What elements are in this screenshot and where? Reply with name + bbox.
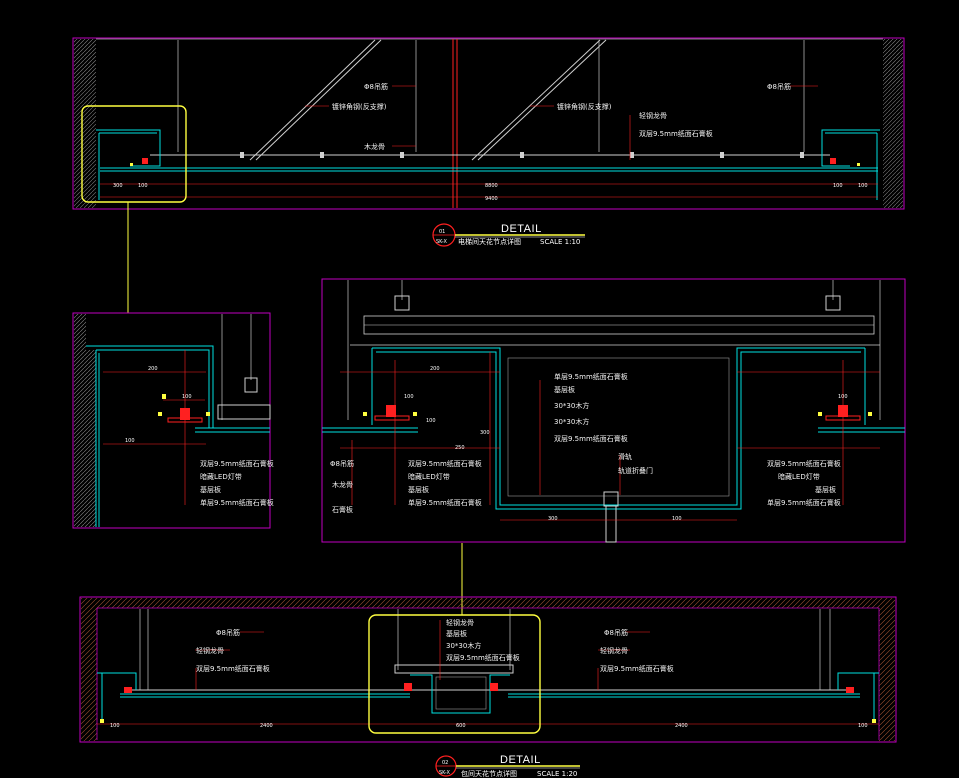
d2-dim-1: 2400 <box>260 723 273 729</box>
d1-angle-left-label: 镀锌角钢(反支撑) <box>332 102 387 111</box>
d2-rod-right-label: Φ8吊筋 <box>604 628 628 637</box>
d2-keel-left-label: 轻钢龙骨 <box>196 646 224 655</box>
zl-dim-1: 100 <box>182 394 192 400</box>
d2-dim-4: 100 <box>858 723 868 729</box>
d2-subtitle: 包间天花节点详图 <box>461 769 517 778</box>
d2-center-label-3: 双层9.5mm纸面石膏板 <box>446 653 520 662</box>
zr-right-label-1: 暗藏LED灯带 <box>778 472 820 481</box>
d1-dim-2: 8800 <box>485 183 498 189</box>
zr-right-label-2: 基层板 <box>815 485 836 494</box>
d1-angle-right-label: 镀锌角钢(反支撑) <box>557 102 612 111</box>
zr-dim-5: 300 <box>548 516 558 522</box>
zl-label-1: 暗藏LED灯带 <box>200 472 242 481</box>
d2-scale: SCALE 1:20 <box>537 770 577 778</box>
zr-left-label-0: Φ8吊筋 <box>330 459 354 468</box>
d1-subtitle: 电梯间天花节点详图 <box>458 237 521 246</box>
zoom-right-detail <box>321 278 906 543</box>
d2-board-left-label: 双层9.5mm纸面石膏板 <box>196 664 270 673</box>
d1-dim-5: 9400 <box>485 196 498 202</box>
d1-keel-right-label: 轻钢龙骨 <box>639 111 667 120</box>
d2-center-label-2: 30*30木方 <box>446 641 481 650</box>
d2-dim-2: 600 <box>456 723 466 729</box>
zr-center-label-2: 30*30木方 <box>554 401 589 410</box>
d2-dim-0: 100 <box>110 723 120 729</box>
zl-dim-0: 200 <box>148 366 158 372</box>
zr-dim-3: 300 <box>480 430 490 436</box>
zr-right-label-0: 双层9.5mm纸面石膏板 <box>767 459 841 468</box>
d1-number: 01 <box>439 229 445 235</box>
d2-number: 02 <box>442 760 448 766</box>
zl-label-3: 单层9.5mm纸面石膏板 <box>200 498 274 507</box>
d1-dim-3: 100 <box>833 183 843 189</box>
zl-dim-2: 100 <box>125 438 135 444</box>
d2-center-label-0: 轻钢龙骨 <box>446 618 474 627</box>
d1-scale: SCALE 1:10 <box>540 238 580 246</box>
d2-dim-3: 2400 <box>675 723 688 729</box>
zr-center-label-3: 30*30木方 <box>554 417 589 426</box>
d2-heading: DETAIL <box>500 754 541 766</box>
zr-mid-label-0: 双层9.5mm纸面石膏板 <box>408 459 482 468</box>
d2-rod-left-label: Φ8吊筋 <box>216 628 240 637</box>
detail-02-section <box>79 596 897 743</box>
d1-board-right-label: 双层9.5mm纸面石膏板 <box>639 129 713 138</box>
zr-dim-4: 250 <box>455 445 465 451</box>
zr-center-label-0: 单层9.5mm纸面石膏板 <box>554 372 628 381</box>
d1-rod-right-label: Φ8吊筋 <box>767 82 791 91</box>
zr-dim-2: 100 <box>426 418 436 424</box>
d2-center-label-1: 基层板 <box>446 629 467 638</box>
zr-center-label-5: 滑轨 <box>618 452 632 461</box>
d1-dim-4: 100 <box>858 183 868 189</box>
d1-keel-left-label: 木龙骨 <box>364 142 385 151</box>
zl-label-2: 基层板 <box>200 485 221 494</box>
d2-keel-right-label: 轻钢龙骨 <box>600 646 628 655</box>
zr-dim-7: 100 <box>838 394 848 400</box>
zr-right-label-3: 单层9.5mm纸面石膏板 <box>767 498 841 507</box>
d1-heading: DETAIL <box>501 223 542 235</box>
d1-sheet: SK-X <box>436 239 447 245</box>
zr-left-label-2: 石膏板 <box>332 505 353 514</box>
zoom-left-detail <box>72 312 271 529</box>
zr-mid-label-3: 单层9.5mm纸面石膏板 <box>408 498 482 507</box>
zr-dim-0: 200 <box>430 366 440 372</box>
detail-01-title-block <box>432 223 585 247</box>
zr-left-label-1: 木龙骨 <box>332 480 353 489</box>
zr-center-label-1: 基层板 <box>554 385 575 394</box>
zr-mid-label-1: 暗藏LED灯带 <box>408 472 450 481</box>
zr-center-label-6: 轨道折叠门 <box>618 466 653 475</box>
d1-dim-1: 100 <box>138 183 148 189</box>
d2-board-right-label: 双层9.5mm纸面石膏板 <box>600 664 674 673</box>
d1-dim-0: 300 <box>113 183 123 189</box>
zr-center-label-4: 双层9.5mm纸面石膏板 <box>554 434 628 443</box>
d1-rod-left-label: Φ8吊筋 <box>364 82 388 91</box>
d2-sheet: SK-X <box>439 770 450 776</box>
zl-label-0: 双层9.5mm纸面石膏板 <box>200 459 274 468</box>
detail-02-title-block <box>435 755 580 777</box>
detail-01-section <box>72 37 905 210</box>
zr-mid-label-2: 基层板 <box>408 485 429 494</box>
zr-dim-1: 100 <box>404 394 414 400</box>
zr-dim-6: 100 <box>672 516 682 522</box>
